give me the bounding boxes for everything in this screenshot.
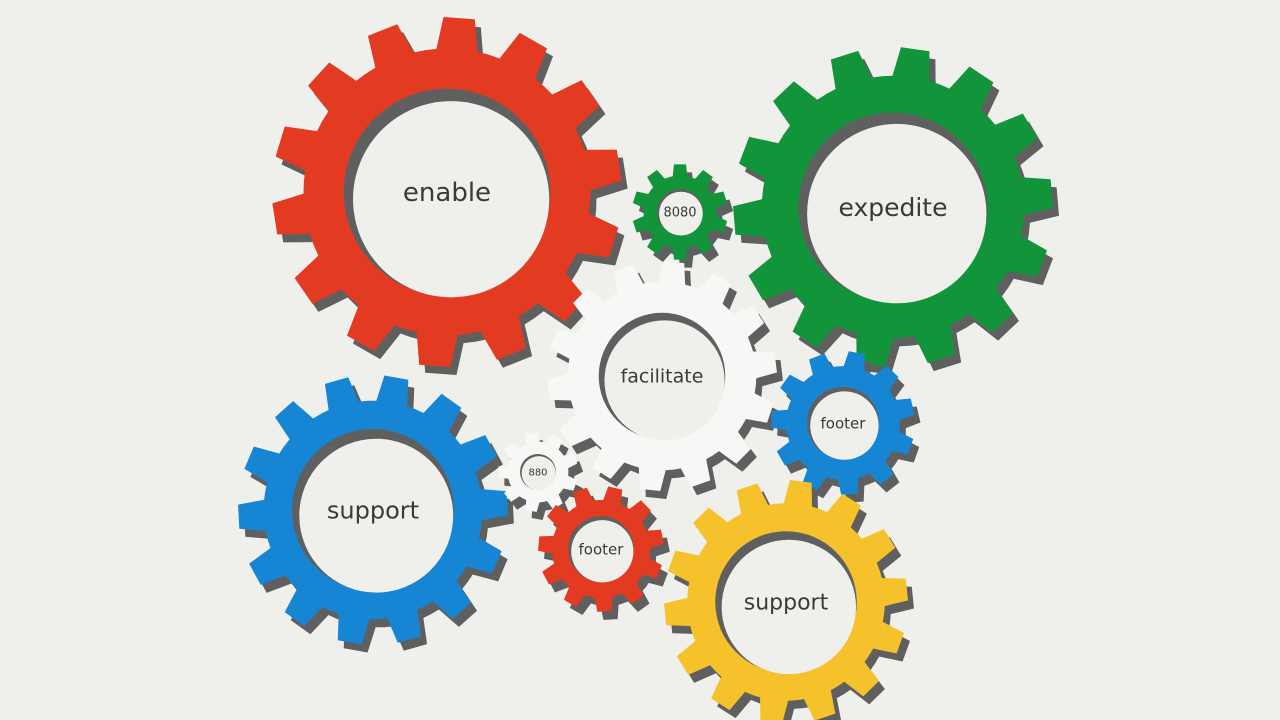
gear-support-blue: support xyxy=(238,375,514,653)
gear-facilitate-label: facilitate xyxy=(621,366,704,388)
gear-enable-label: enable xyxy=(403,178,491,208)
gear-small-green-label: 8080 xyxy=(663,206,696,221)
gear-support-yellow: support xyxy=(664,480,914,720)
gear-small-green-hub xyxy=(659,191,703,236)
gear-support-yellow-hub xyxy=(721,539,857,675)
gear-tiny-white: 880 xyxy=(498,432,584,520)
gear-footer-red-label: footer xyxy=(579,540,625,558)
gear-expedite-hub xyxy=(807,123,987,304)
gear-small-green: 8080 xyxy=(632,164,734,268)
gear-footer-blue: footer xyxy=(771,351,921,503)
gear-support-yellow-label: support xyxy=(744,591,829,616)
gear-facilitate: facilitate xyxy=(547,261,783,499)
gear-enable-hub xyxy=(353,101,550,298)
gear-expedite-label: expedite xyxy=(839,193,948,222)
gear-expedite: expedite xyxy=(733,47,1059,375)
gear-tiny-white-hub xyxy=(521,456,556,491)
gear-footer-red-hub xyxy=(571,520,634,583)
gear-support-blue-label: support xyxy=(327,496,419,524)
gear-footer-red: footer xyxy=(538,486,670,620)
gear-footer-blue-label: footer xyxy=(821,414,867,432)
gear-facilitate-hub xyxy=(604,320,725,441)
gear-footer-blue-hub xyxy=(810,391,879,460)
gear-enable: enable xyxy=(272,17,628,375)
gear-support-blue-hub xyxy=(299,438,454,593)
gear-tiny-white-label: 880 xyxy=(528,468,547,479)
